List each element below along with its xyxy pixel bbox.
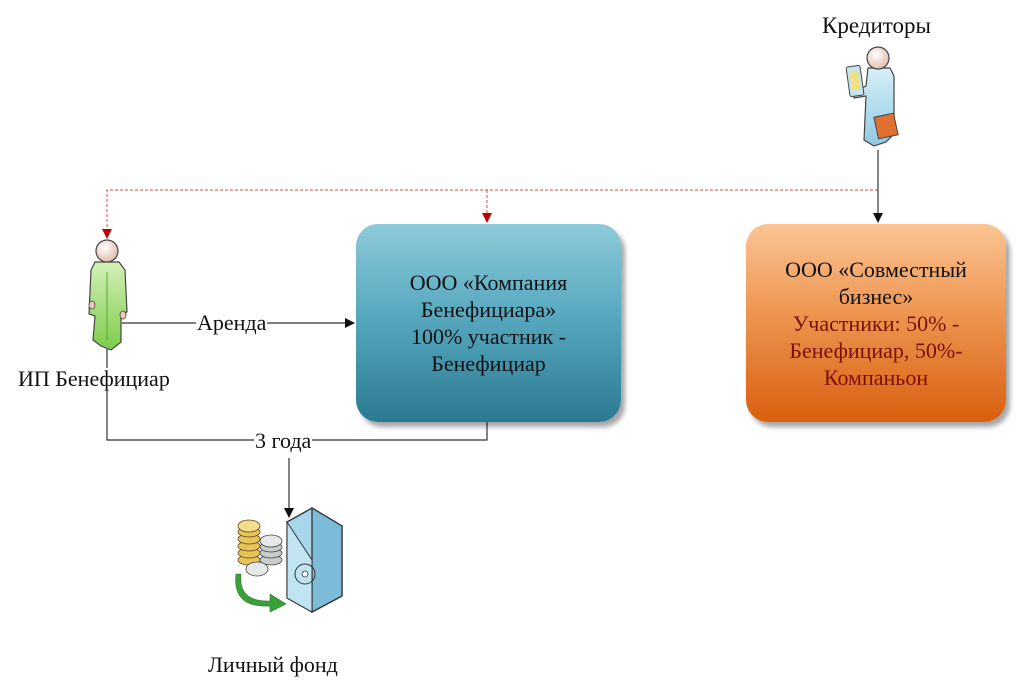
safe-with-coins-icon <box>235 506 343 614</box>
joint-business-box: ООО «Совместный бизнес» Участники: 50% -… <box>746 224 1006 422</box>
joint-detail-line: Бенефициар, 50%- <box>789 337 963 363</box>
joint-title-line: бизнес» <box>838 283 914 309</box>
joint-title-line: ООО «Совместный <box>785 256 967 282</box>
company-line: Бенефициара» <box>420 297 557 322</box>
joint-detail-line: Компаньон <box>823 364 929 390</box>
dashed-arrow-to-ip <box>102 189 878 239</box>
creditors-claim-connector <box>102 189 878 239</box>
three-years-edge-label: 3 года <box>254 428 313 453</box>
businessman-person-icon <box>845 46 899 147</box>
personal-fund-label: Личный фонд <box>208 652 338 677</box>
ip-beneficiary-label: ИП Бенефициар <box>18 366 170 391</box>
rent-edge-label: Аренда <box>196 310 268 335</box>
person-icon <box>88 239 128 351</box>
creditors-label: Кредиторы <box>822 13 931 38</box>
company-line: Бенефициар <box>431 351 546 376</box>
company-line: ООО «Компания <box>409 270 568 295</box>
company-beneficiary-box: ООО «Компания Бенефициара» 100% участник… <box>356 224 621 422</box>
joint-detail-line: Участники: 50% - <box>792 310 960 336</box>
company-line: 100% участник - <box>410 324 567 349</box>
